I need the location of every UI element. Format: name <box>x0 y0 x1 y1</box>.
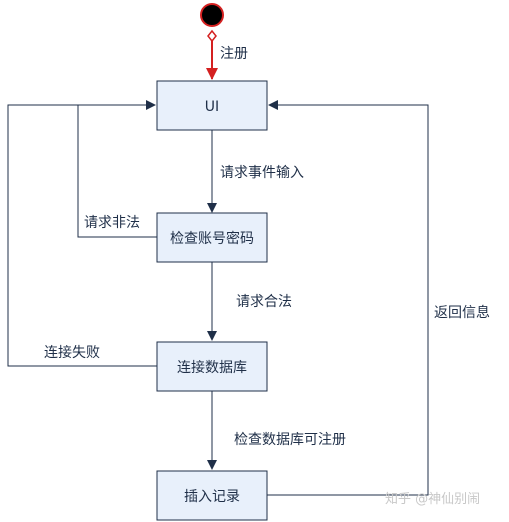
edge-label-request-invalid: 请求非法 <box>84 215 140 231</box>
watermark: 知乎 @神仙别闹 <box>385 491 480 507</box>
node-check-box <box>156 212 268 263</box>
edge-request-invalid <box>77 100 157 238</box>
node-insert-box <box>156 470 268 521</box>
node-connect-label: 连接数据库 <box>177 359 247 376</box>
edge-label-request-valid: 请求合法 <box>236 294 292 310</box>
register-diamond <box>207 29 217 43</box>
node-check-label: 检查账号密码 <box>170 230 254 247</box>
edge-label-register: 注册 <box>220 46 248 62</box>
node-insert-label: 插入记录 <box>184 489 240 505</box>
node-ui-label: UI <box>205 99 219 115</box>
edge-label-check-registerable: 检查数据库可注册 <box>234 432 346 448</box>
node-connect-box <box>156 341 268 392</box>
edge-return-info <box>267 100 429 496</box>
start-node <box>200 3 224 27</box>
edge-label-connect-fail: 连接失败 <box>44 344 100 361</box>
edge-label-request-input: 请求事件输入 <box>220 165 304 181</box>
edge-label-return-info: 返回信息 <box>434 304 490 321</box>
edge-connect-fail <box>7 104 157 367</box>
